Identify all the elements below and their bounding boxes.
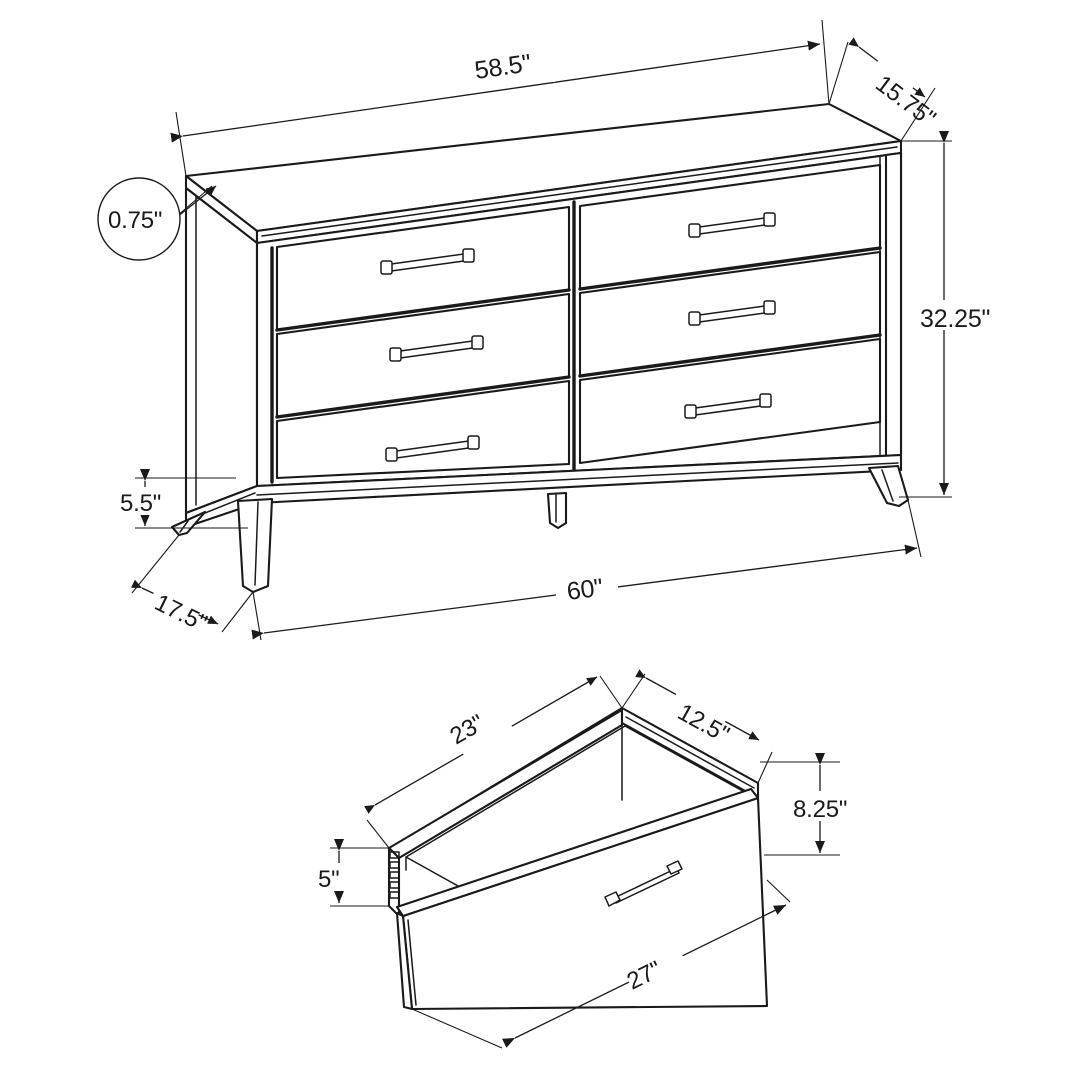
drawer-handle-right-bottom[interactable] (684, 393, 772, 419)
dimension-drawer-box-height: 5" (314, 839, 389, 907)
drawer-box-illustration (387, 706, 769, 1011)
dimension-label-top-thickness: 0.75" (108, 207, 162, 234)
dresser-illustration (170, 102, 910, 594)
dimension-leg-height: 5.5" (116, 469, 248, 529)
dresser-leg-center (546, 491, 568, 530)
dimension-base-depth: 17.5" (131, 534, 254, 637)
drawer-handle-left-top[interactable] (380, 248, 475, 275)
dimension-drawer-length: 23" (364, 675, 623, 849)
dresser-leg-front-left (236, 497, 274, 594)
dimension-drawer-front-height: 8.25" (760, 753, 860, 856)
dresser-leg-back-left (170, 510, 207, 537)
dimension-top-thickness-callout: 0.75" (97, 177, 217, 261)
drawer-handle-left-bottom[interactable] (385, 435, 480, 462)
dresser-left-side-panel (184, 186, 259, 515)
drawer-front-left-top[interactable] (275, 205, 571, 332)
dresser-leg-front-right (867, 464, 910, 508)
dimension-label-overall-width: 60" (565, 574, 604, 606)
dimension-label-overall-height: 32.25" (920, 305, 990, 333)
dimension-label-drawer-box-height: 5" (318, 866, 339, 893)
drawer-front-left-bottom[interactable] (275, 379, 571, 480)
dovetail-joint (389, 851, 400, 899)
drawer-handle-right-middle[interactable] (688, 300, 776, 326)
drawer-handle-right-top[interactable] (688, 212, 776, 238)
drawer-handle-left-middle[interactable] (389, 335, 484, 362)
drawer-detail-handle[interactable] (604, 860, 683, 907)
dimension-label-drawer-front-height: 8.25" (793, 796, 847, 823)
callout-balloon (97, 177, 181, 261)
dimension-overall-height: 32.25" (899, 131, 990, 498)
dimension-drawer-depth: 12.5" (621, 669, 773, 784)
dimension-overall-width: 60" (251, 499, 922, 641)
dimension-top-width: 58.5" (170, 19, 830, 177)
drawer-front-right-bottom[interactable] (578, 337, 882, 465)
dimension-label-leg-height: 5.5" (120, 490, 161, 517)
